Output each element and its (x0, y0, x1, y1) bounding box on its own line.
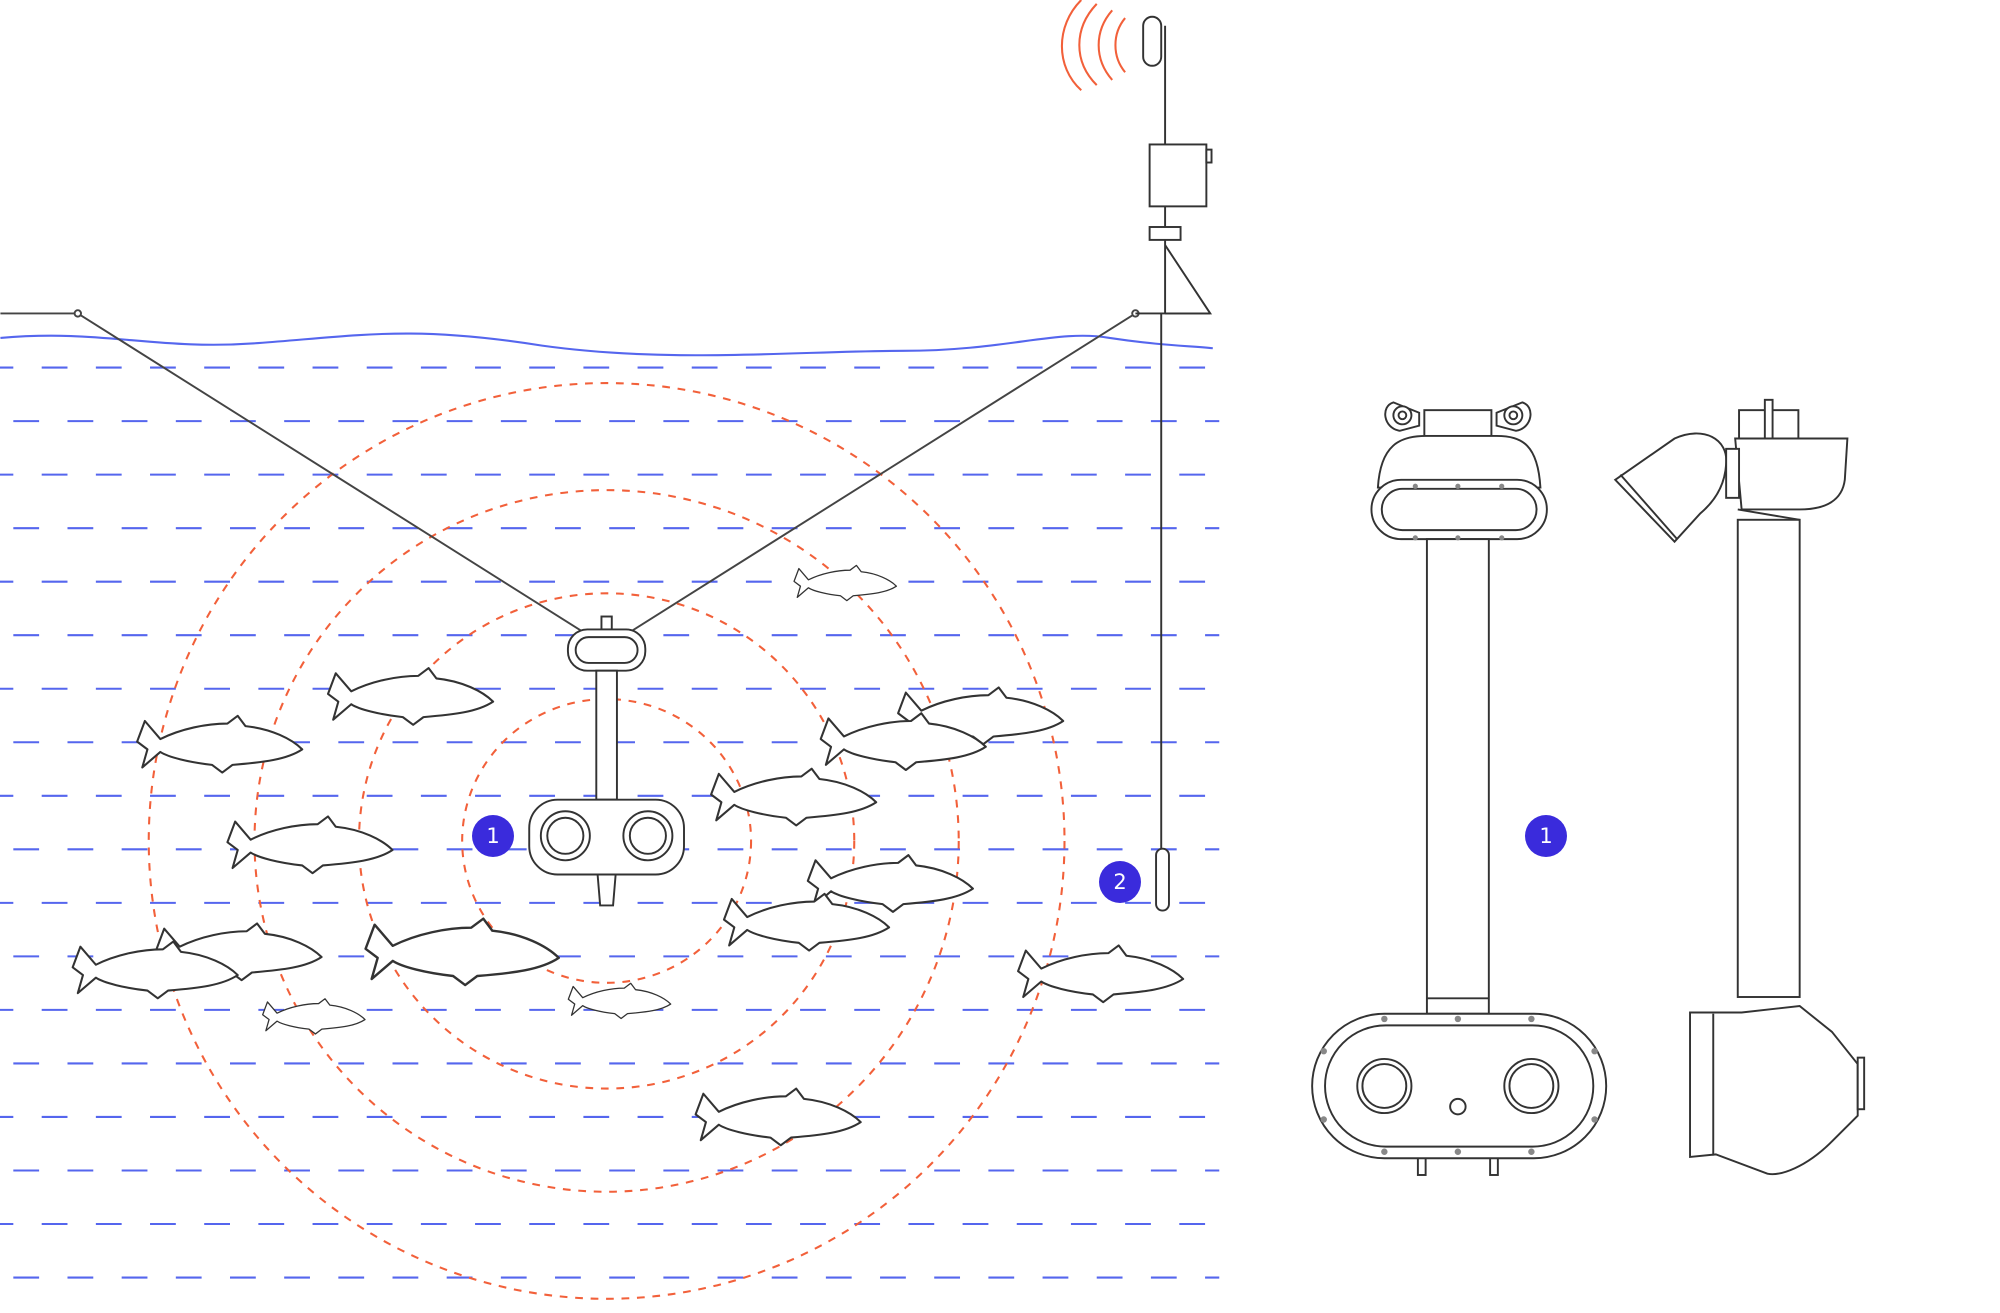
sensor (1155, 847, 1170, 912)
surface-buoy (1135, 15, 1213, 852)
antenna (1142, 15, 1163, 67)
fish-icon (226, 815, 394, 875)
camera-device-deployed (528, 615, 685, 907)
fish-icon (136, 714, 304, 774)
fish-icon (262, 998, 366, 1035)
callout-badge-2: 2 (1099, 861, 1141, 903)
fish-icon (710, 767, 878, 827)
fish-icon (326, 667, 495, 726)
water-surface (0, 332, 1213, 357)
fish-icon (364, 917, 560, 987)
fish-icon (793, 564, 898, 602)
fish-icon (1017, 944, 1185, 1004)
device-front-view (1311, 401, 1608, 1176)
radio-signal-icon (1061, 0, 1126, 92)
fish-icon (694, 1087, 862, 1147)
device-side-view (1613, 398, 1866, 1176)
fish-icon (567, 982, 672, 1020)
callout-badge-1-detail: 1 (1525, 815, 1567, 857)
callout-badge-1: 1 (472, 815, 514, 857)
mooring-ropes (0, 309, 1140, 636)
